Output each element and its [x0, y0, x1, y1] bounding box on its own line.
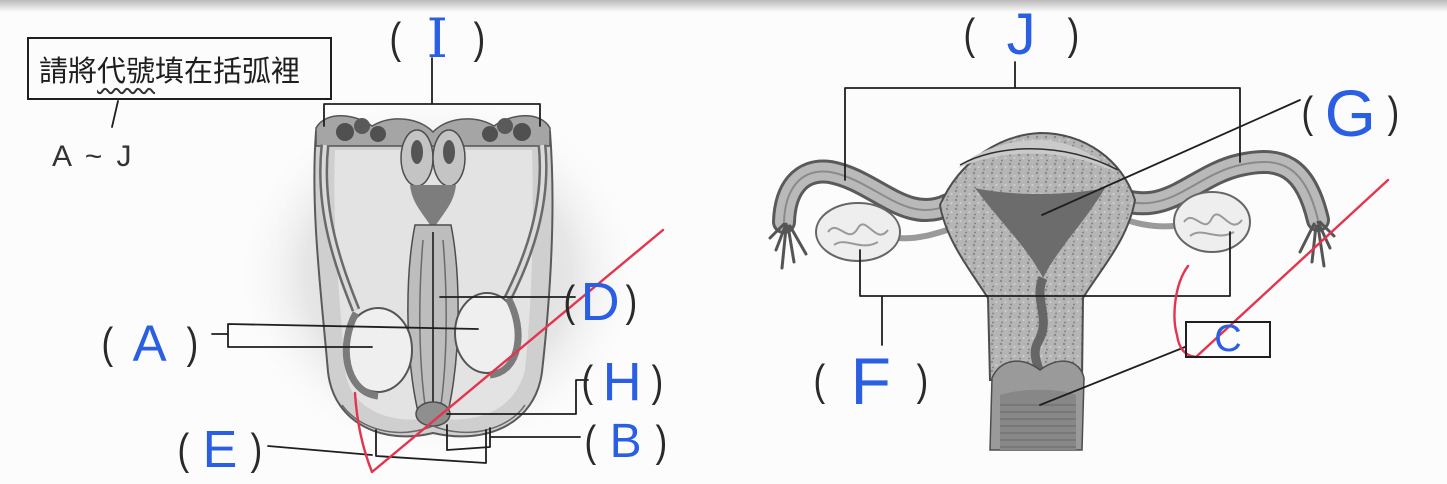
- correction-mark-female: [1173, 178, 1390, 359]
- leader-line-i: [323, 57, 541, 127]
- gland-center: [410, 185, 456, 230]
- answer-slot-f: ( F ): [812, 348, 930, 414]
- male-reproductive-diagram: [233, 90, 643, 460]
- answer-slot-g: ( G ): [1300, 80, 1401, 146]
- gland-lobe: [354, 118, 370, 134]
- answer-slot-b: ( B ): [583, 418, 668, 466]
- close-parenthesis: ): [186, 318, 198, 368]
- oval-organ-left: [815, 202, 901, 262]
- open-parenthesis: (: [584, 417, 597, 466]
- central-organ-dome-line: [959, 148, 1119, 171]
- gland-lobe: [482, 126, 498, 142]
- gland-lobe: [497, 118, 513, 134]
- open-parenthesis: (: [813, 356, 826, 405]
- central-organ-dome: [958, 140, 1116, 172]
- close-parenthesis: ): [625, 277, 637, 326]
- answer-slot-e: ( E ): [176, 424, 264, 476]
- close-parenthesis: ): [916, 356, 929, 405]
- central-cavity: [975, 188, 1105, 278]
- oval-organ-right-cap: [489, 296, 522, 379]
- close-parenthesis: ): [651, 357, 663, 406]
- tube-right-core: [1121, 161, 1319, 221]
- close-parenthesis: ): [655, 417, 667, 466]
- tube-left-fringe: [768, 222, 808, 270]
- answer-slot-j: ( J ): [962, 6, 1080, 64]
- handwritten-answer-f: F: [850, 344, 891, 418]
- instruction-text-underlined: 代號: [97, 53, 156, 88]
- oval-organ-left-cap: [342, 311, 379, 400]
- open-parenthesis: (: [1301, 88, 1314, 137]
- scan-shadow: [0, 0, 1447, 12]
- close-parenthesis: ): [1387, 88, 1400, 137]
- instruction-text-end: 填在括弧裡: [155, 53, 301, 88]
- tube-right-fringe: [1298, 220, 1336, 268]
- instruction-text-start: 請將: [39, 53, 98, 88]
- open-parenthesis: (: [563, 277, 576, 326]
- note-pointer-line: [111, 100, 119, 128]
- duct-right-inner: [506, 144, 546, 299]
- gland-lobe: [336, 123, 354, 141]
- open-parenthesis: (: [963, 10, 976, 59]
- leader-line-c: [1039, 346, 1186, 406]
- lower-passage-folds: [1000, 404, 1076, 448]
- oval-organ-left-texture: [827, 223, 889, 247]
- handwritten-answer-b: B: [609, 415, 642, 468]
- leader-line-e: [267, 429, 487, 464]
- open-parenthesis: (: [389, 14, 402, 63]
- handwritten-answer-d: D: [580, 272, 620, 332]
- lower-passage-inner: [1000, 389, 1076, 450]
- handwritten-answer-a: A: [132, 315, 167, 372]
- open-parenthesis: (: [101, 318, 114, 368]
- leader-line-f: [859, 231, 1231, 346]
- male-leader-lines: [211, 57, 589, 464]
- close-parenthesis: ): [1067, 10, 1079, 59]
- correction-mark-male: [353, 228, 665, 474]
- instruction-box: 請將代號填在括弧裡: [27, 37, 332, 100]
- answer-slot-h: ( H ): [580, 355, 664, 409]
- handwritten-answer-j: J: [1006, 2, 1036, 67]
- open-parenthesis: (: [177, 425, 190, 474]
- handwritten-answer-i: I: [426, 7, 448, 70]
- duct-left-inner: [321, 144, 358, 311]
- leader-line-g: [1041, 99, 1301, 216]
- handwritten-answer-e: E: [202, 421, 238, 479]
- gland-lobe: [513, 123, 531, 141]
- bottom-contour: [341, 404, 526, 434]
- leader-line-a: [211, 323, 479, 348]
- leader-line-j: [844, 61, 1241, 181]
- close-parenthesis: ): [250, 425, 263, 474]
- gland-lobe: [370, 126, 386, 142]
- leader-line-h: [446, 379, 589, 415]
- handwritten-answer-h: H: [602, 352, 642, 412]
- leader-line-b: [446, 424, 581, 451]
- tube-left-core: [783, 170, 949, 223]
- answer-slot-i: ( I ): [388, 12, 487, 66]
- upper-lobe-core: [443, 140, 455, 164]
- handwritten-answer-g: G: [1324, 76, 1376, 150]
- answer-slot-d: ( D ): [562, 275, 638, 329]
- handwritten-answer-c: C: [1214, 318, 1242, 360]
- open-parenthesis: (: [581, 357, 594, 406]
- close-parenthesis: ): [473, 14, 486, 63]
- oval-organ-right: [1173, 191, 1251, 253]
- upper-lobe-core: [411, 140, 423, 164]
- answer-box-c: C: [1185, 318, 1271, 360]
- answer-slot-a: ( A ): [100, 318, 199, 369]
- handwritten-range-note: A ~ J: [52, 140, 135, 173]
- female-leader-lines: [844, 61, 1301, 406]
